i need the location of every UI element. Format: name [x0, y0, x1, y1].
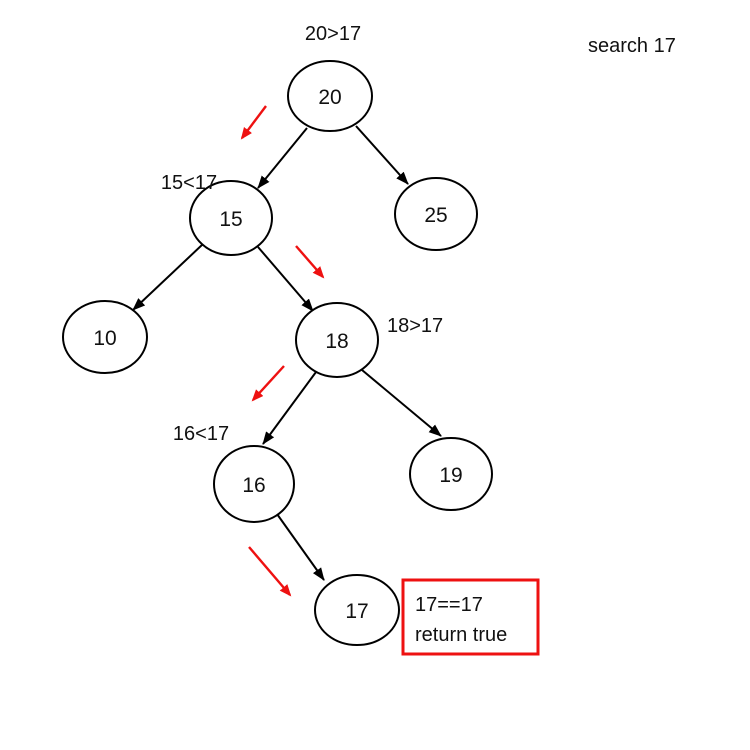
node-19: 19	[409, 437, 493, 511]
node-18: 18	[295, 302, 379, 378]
result-line-2: return true	[415, 624, 507, 646]
node-15-value: 15	[219, 208, 242, 231]
node-19-circle	[409, 437, 493, 511]
edge-18-16	[262, 371, 317, 445]
node-25-value: 25	[424, 204, 447, 227]
node-17-circle	[314, 574, 400, 646]
node-17-value: 17	[345, 600, 368, 623]
node-15-circle	[189, 180, 273, 256]
edge-16-17	[276, 513, 325, 581]
node-20: 20	[287, 60, 373, 132]
result-line-1: 17==17	[415, 594, 483, 616]
edge-18-19	[361, 369, 442, 437]
node-10: 10	[62, 300, 148, 374]
node-19-value: 19	[439, 464, 462, 487]
node-16-value: 16	[242, 474, 265, 497]
annotation-18-gt-17: 18>17	[387, 315, 443, 337]
slide-title: search 17	[588, 35, 676, 57]
node-20-circle	[287, 60, 373, 132]
search-step-arrow-2	[295, 245, 325, 279]
edge-15-18	[257, 246, 314, 312]
node-25-circle	[394, 177, 478, 251]
search-step-arrow-1	[240, 105, 267, 140]
annotation-15-lt-17: 15<17	[161, 172, 217, 194]
node-25: 25	[394, 177, 478, 251]
node-17: 17	[314, 574, 400, 646]
edge-20-25	[355, 125, 409, 185]
edge-20-15	[257, 127, 308, 189]
node-18-value: 18	[325, 330, 348, 353]
result-box-border	[401, 578, 540, 656]
node-18-circle	[295, 302, 379, 378]
search-step-arrow-3	[251, 365, 285, 402]
annotation-20-gt-17: 20>17	[305, 23, 361, 45]
result-box: 17==17 return true	[401, 578, 540, 656]
node-16: 16	[213, 445, 295, 523]
node-16-circle	[213, 445, 295, 523]
node-10-circle	[62, 300, 148, 374]
node-10-value: 10	[93, 327, 116, 350]
search-step-arrow-4	[248, 546, 292, 597]
node-20-value: 20	[318, 86, 341, 109]
edge-15-10	[132, 243, 204, 311]
annotation-16-lt-17: 16<17	[173, 423, 229, 445]
node-15: 15	[189, 180, 273, 256]
